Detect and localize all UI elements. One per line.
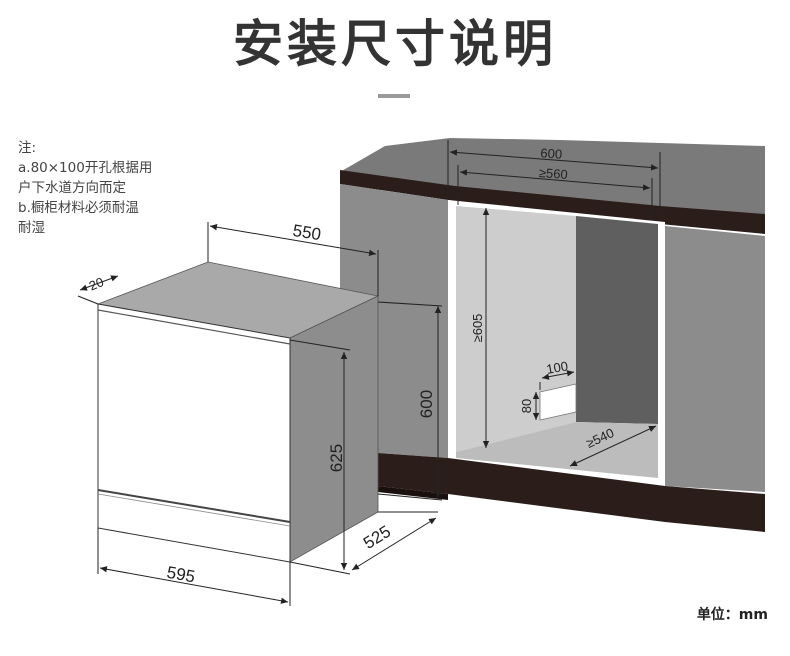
- dim-body-depth: 525: [360, 522, 394, 553]
- dim-cabinet-height: 600: [417, 390, 436, 418]
- note-line: 户下水道方向而定: [18, 180, 126, 196]
- cabinet-plinth: [378, 453, 765, 532]
- note-line: a.80×100开孔根据用: [18, 160, 153, 176]
- dim-appliance-height: 625: [327, 444, 346, 472]
- dishwasher-front: [97, 303, 291, 563]
- dim-hole-width: 100: [545, 358, 569, 377]
- page-title: 安装尺寸说明: [233, 15, 557, 73]
- note-line: b.橱柜材料必须耐温: [18, 200, 139, 216]
- title-divider: [378, 94, 410, 98]
- dimension-lines: [77, 140, 661, 606]
- notes-heading: 注:: [18, 140, 37, 156]
- cabinet: [340, 138, 765, 532]
- install-notes: 注: a.80×100开孔根据用 户下水道方向而定 b.橱柜材料必须耐温 耐湿: [18, 138, 208, 238]
- note-line: 耐湿: [18, 220, 45, 236]
- dim-appliance-depth: 550: [291, 221, 322, 244]
- dim-opening-height: ≥605: [470, 314, 485, 343]
- cabinet-right-panel: [665, 226, 765, 492]
- unit-label: 单位：mm: [696, 607, 768, 623]
- niche-back-wall: [576, 216, 658, 424]
- dim-opening-width: ≥560: [538, 165, 568, 182]
- dishwasher: [96, 261, 380, 563]
- dishwasher-side: [289, 295, 379, 563]
- dim-appliance-width: 595: [165, 563, 196, 587]
- dim-cabinet-width: 600: [540, 145, 563, 161]
- dim-hole-height: 80: [519, 399, 534, 413]
- countertop-edge: [340, 170, 765, 234]
- dim-door-thickness: 20: [87, 274, 106, 293]
- drain-hole: [539, 383, 577, 421]
